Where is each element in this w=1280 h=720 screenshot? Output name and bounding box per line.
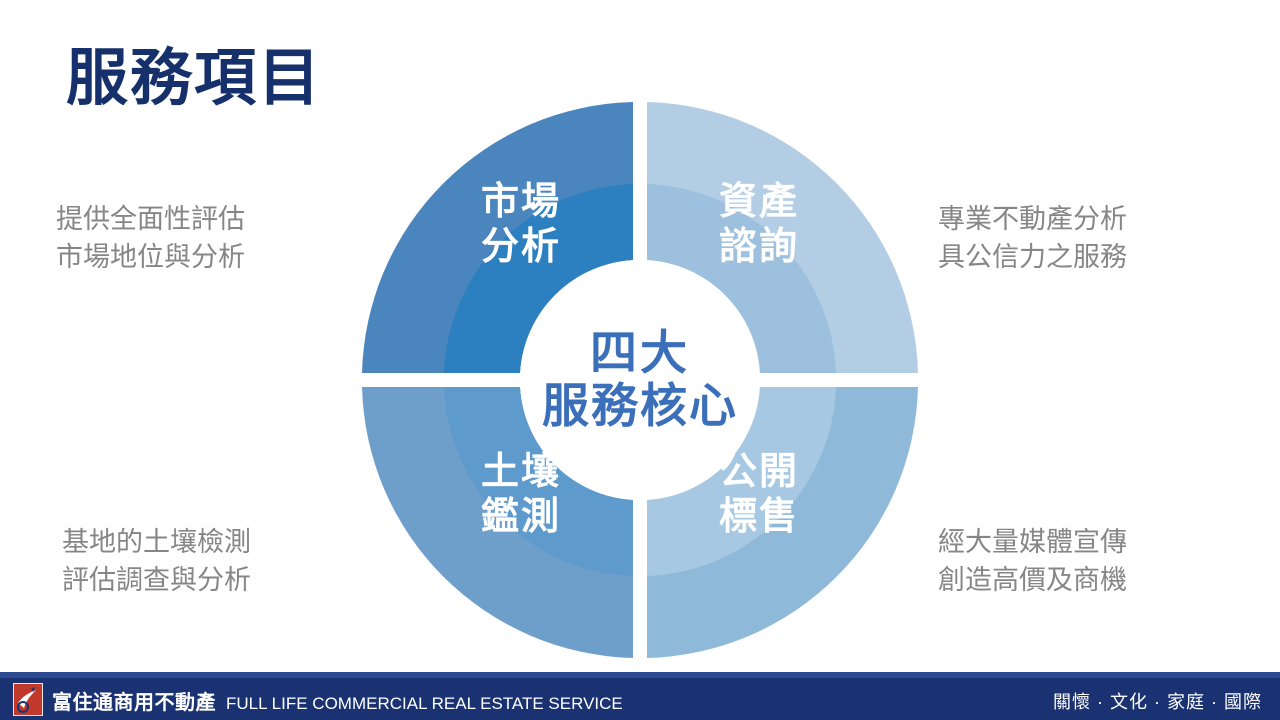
donut-center-disc — [520, 260, 760, 500]
footer-accent-strip — [0, 672, 1280, 678]
page-title: 服務項目 — [66, 44, 323, 113]
donut-inner-accent-soil-testing — [444, 387, 633, 576]
description-asset-consulting: 專業不動產分析 具公信力之服務 — [938, 200, 1127, 277]
donut-svg — [362, 102, 918, 658]
description-line: 評估調查與分析 — [62, 565, 251, 596]
donut-inner-accent-public-tender — [647, 387, 836, 576]
description-line: 基地的土壤檢測 — [62, 527, 251, 557]
description-soil-testing: 基地的土壤檢測 評估調查與分析 — [62, 523, 251, 600]
company-logo-icon — [13, 683, 43, 716]
donut-segment-asset-consulting[interactable] — [647, 102, 918, 373]
donut-segment-public-tender[interactable] — [647, 387, 918, 658]
footer-brand-en: FULL LIFE COMMERCIAL REAL ESTATE SERVICE — [226, 694, 623, 713]
description-line: 經大量媒體宣傳 — [938, 527, 1127, 557]
description-line: 具公信力之服務 — [938, 242, 1127, 273]
footer-tagline: 關懷 · 文化 · 家庭 · 國際 — [1053, 692, 1262, 712]
footer-brand: 富住通商用不動產 FULL LIFE COMMERCIAL REAL ESTAT… — [52, 686, 623, 715]
footer-brand-cn: 富住通商用不動產 — [52, 692, 216, 714]
four-core-services-donut-chart: 市場 分析 資產 諮詢 土壤 鑑測 公開 標售 四大 服務核心 — [362, 102, 918, 658]
description-line: 市場地位與分析 — [56, 242, 245, 273]
footer-bar: 富住通商用不動產 FULL LIFE COMMERCIAL REAL ESTAT… — [0, 678, 1280, 720]
description-line: 專業不動產分析 — [938, 204, 1127, 234]
donut-segment-market-analysis[interactable] — [362, 102, 633, 373]
description-line: 提供全面性評估 — [56, 204, 245, 234]
description-line: 創造高價及商機 — [938, 565, 1127, 596]
description-market-analysis: 提供全面性評估 市場地位與分析 — [56, 200, 245, 277]
donut-segment-soil-testing[interactable] — [362, 387, 633, 658]
description-public-tender: 經大量媒體宣傳 創造高價及商機 — [938, 523, 1127, 600]
donut-inner-accent-asset-consulting — [647, 184, 836, 373]
donut-inner-accent-market-analysis — [444, 184, 633, 373]
